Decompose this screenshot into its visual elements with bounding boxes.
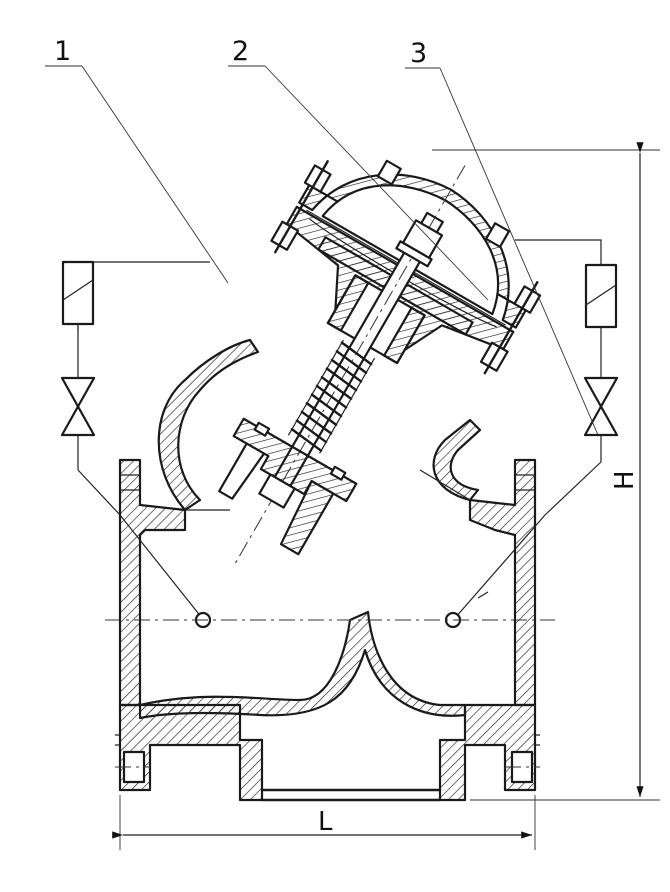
callout-1: 1 <box>45 36 229 284</box>
right-solenoid <box>584 263 618 329</box>
callout-3: 3 <box>405 38 599 436</box>
callout-3-label: 3 <box>410 38 427 69</box>
length-dimension-label: L <box>318 807 333 837</box>
right-needle-valve <box>583 376 619 437</box>
callout-1-label: 1 <box>54 36 71 67</box>
callout-2: 2 <box>228 36 489 301</box>
pilot-circuit <box>60 239 619 629</box>
height-dimension-label: H <box>610 470 640 490</box>
left-solenoid <box>61 260 95 326</box>
valve-body <box>115 338 540 802</box>
actuator-bonnet <box>218 159 542 565</box>
dimension-lines <box>112 142 660 850</box>
left-needle-valve <box>60 376 96 437</box>
callout-2-label: 2 <box>232 36 249 67</box>
spring <box>287 339 376 454</box>
